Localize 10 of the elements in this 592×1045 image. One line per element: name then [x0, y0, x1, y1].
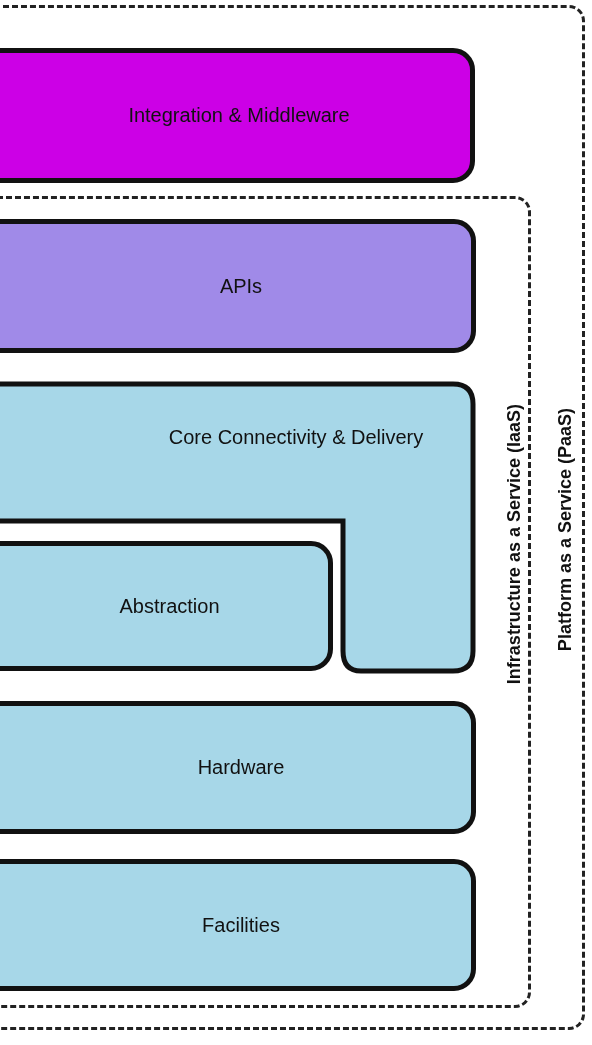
dashed-group-border — [0, 5, 585, 1030]
layer-box: Hardware — [0, 701, 476, 834]
dashed-group-border — [0, 196, 531, 1008]
layer-box: Integration & Middleware — [0, 48, 475, 183]
layer-box: Abstraction — [0, 541, 333, 671]
layer-label: Core Connectivity & Delivery — [167, 426, 425, 449]
layer-box: APIs — [0, 219, 476, 353]
layer-box: Facilities — [0, 859, 476, 991]
group-label: Infrastructure as a Service (IaaS) — [504, 404, 525, 685]
group-label: Platform as a Service (PaaS) — [555, 408, 576, 652]
